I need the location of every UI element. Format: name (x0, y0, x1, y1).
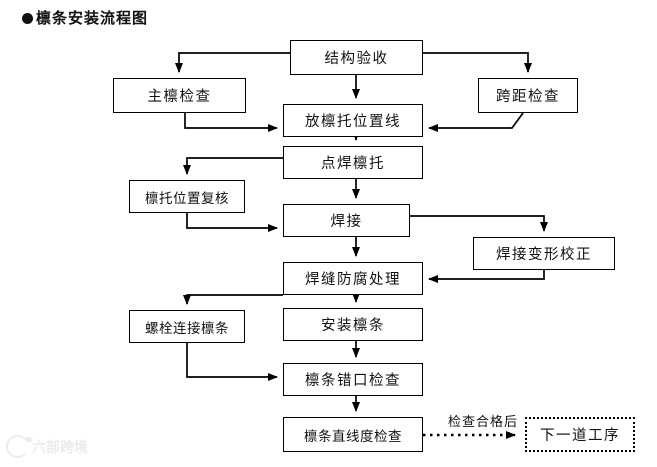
node-weld-anticorrosion[interactable]: 焊缝防腐处理 (283, 262, 423, 295)
node-welding[interactable]: 焊接 (283, 204, 410, 237)
node-label: 主檩检查 (147, 89, 212, 105)
node-purlin-support-line[interactable]: 放檩托位置线 (283, 104, 423, 137)
node-purlin-offset-check[interactable]: 檩条错口检查 (283, 363, 423, 396)
node-label: 檩条错口检查 (305, 373, 401, 389)
node-label: 点焊檩托 (321, 156, 385, 172)
node-bolt-connect-purlin[interactable]: 螺栓连接檩条 (129, 310, 245, 343)
node-purlin-straightness-check[interactable]: 檩条直线度检查 (283, 417, 423, 452)
node-label: 檩条直线度检查 (304, 428, 402, 445)
node-support-recheck[interactable]: 檩托位置复核 (129, 180, 245, 213)
node-label: 安装檩条 (321, 318, 385, 334)
edge-label-pass-inspection: 检查合格后 (447, 411, 520, 430)
bullet-icon (22, 13, 33, 24)
node-label: 檩托位置复核 (145, 190, 229, 207)
page-title: 檩条安装流程图 (22, 7, 148, 28)
logo-mark-icon (6, 435, 32, 458)
node-label: 螺栓连接檩条 (145, 320, 229, 337)
node-next-process[interactable]: 下一道工序 (525, 417, 635, 452)
node-weld-distortion-fix[interactable]: 焊接变形校正 (473, 237, 615, 270)
node-tack-weld-support[interactable]: 点焊檩托 (283, 146, 423, 179)
watermark: 六部跨境 (6, 435, 88, 458)
node-label: 焊接 (330, 214, 363, 230)
node-install-purlin[interactable]: 安装檩条 (283, 308, 423, 341)
watermark-text: 六部跨境 (32, 439, 88, 456)
node-structure-acceptance[interactable]: 结构验收 (290, 40, 423, 75)
node-label: 放檩托位置线 (305, 114, 401, 130)
node-label: 焊缝防腐处理 (305, 272, 401, 288)
node-label: 焊接变形校正 (496, 247, 592, 263)
page-title-text: 檩条安装流程图 (36, 9, 149, 27)
edge-label-text: 检查合格后 (448, 415, 519, 430)
node-label: 结构验收 (324, 51, 389, 67)
node-label: 跨距检查 (496, 89, 560, 105)
node-main-purlin-check[interactable]: 主檩检查 (113, 78, 246, 113)
node-span-check[interactable]: 跨距检查 (478, 78, 578, 113)
node-label: 下一道工序 (540, 428, 620, 444)
